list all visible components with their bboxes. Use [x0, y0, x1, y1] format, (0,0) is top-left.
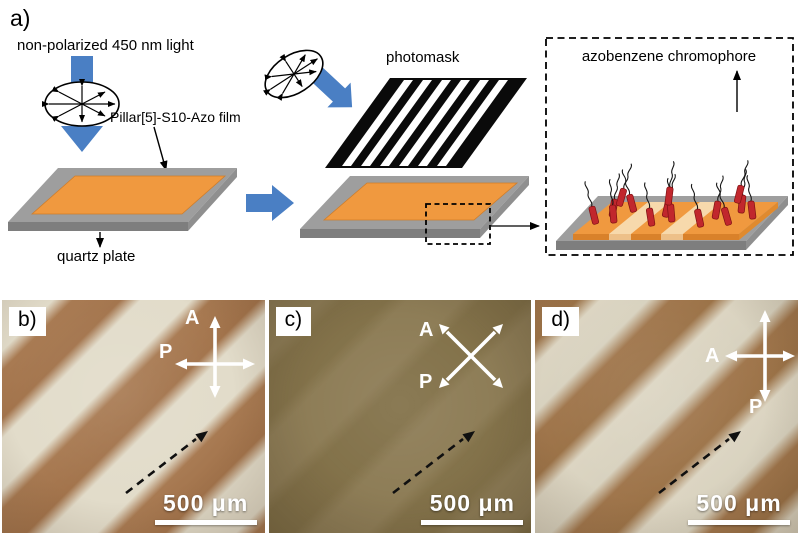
inset-scene [556, 160, 788, 250]
panel-d-label: d) [542, 307, 580, 337]
crossed-polarizer-arrows-icon [174, 316, 255, 398]
panel-b-label: b) [9, 307, 46, 337]
right-arrow-icon [246, 185, 294, 221]
panel-a-schematic: a) non-polarized 450 nm light Pillar[5]-… [8, 5, 794, 265]
chromophore-rod [746, 175, 757, 220]
polarizer-label: P [159, 341, 172, 363]
irradiated-stripes [609, 202, 722, 240]
chromophore-rod [664, 161, 675, 206]
azo-film-left [30, 175, 227, 215]
polarizer-axes-b: A P [159, 307, 255, 398]
azo-film-middle [322, 182, 519, 221]
polarizer-label: P [749, 396, 762, 414]
plate-label: quartz plate [57, 248, 135, 265]
scale-label: 500 μm [429, 490, 515, 516]
scale-bar: 500 μm [154, 490, 257, 525]
chromophore-rod [690, 183, 705, 228]
nonpolarized-light-icon-tilted [263, 49, 324, 101]
film-label: Pillar[5]-S10-Azo film [110, 109, 241, 125]
film-label-arrow [153, 126, 168, 171]
micrograph-d: d) A P 500 μm [535, 300, 799, 533]
inset-label: azobenzene chromophore [582, 48, 756, 65]
chromophore-rod [644, 182, 656, 227]
light-label: non-polarized 450 nm light [17, 37, 195, 54]
nonpolarized-light-icon [42, 79, 120, 127]
alignment-direction-arrow [658, 431, 742, 495]
chromophore-rod [584, 181, 600, 225]
photomask [325, 78, 527, 168]
micrograph-row: b) A P 500 μm c) A P [0, 300, 800, 533]
alignment-direction-arrow [125, 431, 208, 495]
panel-c-label: c) [275, 307, 312, 337]
alignment-direction-arrow [391, 431, 475, 495]
chromophore-rod [608, 178, 618, 224]
scale-label: 500 μm [696, 490, 782, 516]
analyzer-label: A [705, 345, 719, 367]
analyzer-label: A [185, 307, 199, 329]
chromophore-rod [621, 169, 637, 213]
micrograph-b: b) A P 500 μm [2, 300, 265, 533]
chromophore-rod [715, 182, 732, 226]
crossed-polarizer-arrows-icon [725, 310, 796, 402]
crossed-polarizer-arrows-icon [439, 324, 504, 388]
photomask-slits [342, 80, 508, 166]
scale-bar-line [154, 520, 257, 525]
scale-bar: 500 μm [421, 490, 524, 525]
analyzer-label: A [419, 319, 433, 341]
polarizer-axes-d: A P [705, 310, 796, 414]
photomask-label: photomask [386, 49, 460, 66]
polarizer-axes-c: A P [419, 319, 504, 393]
panel-a-label: a) [10, 5, 30, 31]
scale-label: 500 μm [163, 490, 249, 516]
chromophores [584, 160, 757, 228]
polarizer-label: P [419, 371, 432, 393]
scale-bar: 500 μm [688, 490, 791, 525]
chromophore-rod [616, 163, 633, 207]
chromophore-rod [733, 160, 749, 204]
scale-bar-line [688, 520, 791, 525]
chromophore-rod [711, 175, 724, 220]
roi-box [425, 203, 491, 245]
scale-bar-line [421, 520, 524, 525]
micrograph-c: c) A P 500 μm [268, 300, 532, 533]
